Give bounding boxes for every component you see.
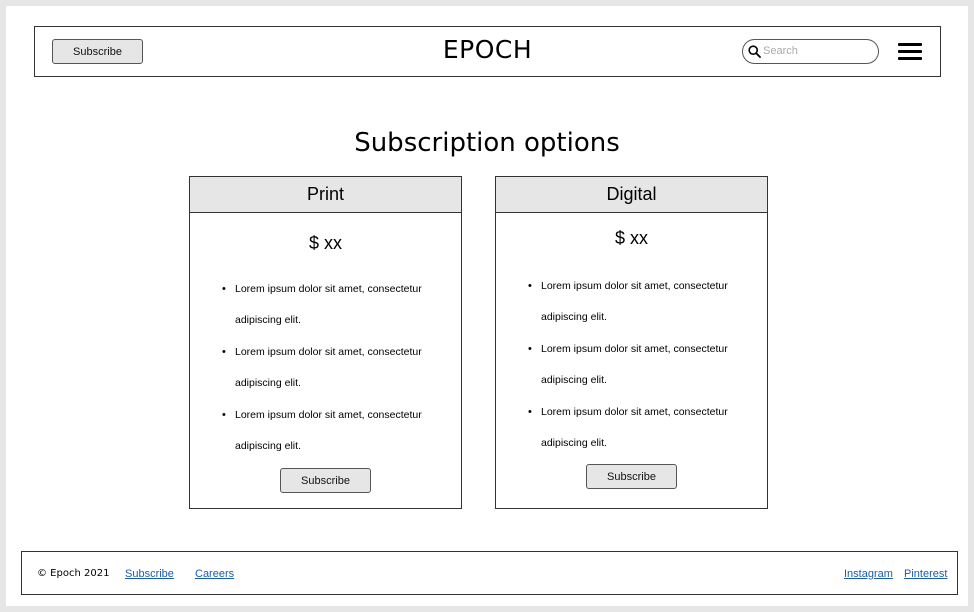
plan-card-print: Print $ xx Lorem ipsum dolor sit amet, c… xyxy=(189,176,462,509)
digital-subscribe-button[interactable]: Subscribe xyxy=(586,464,677,489)
footer-link-pinterest[interactable]: Pinterest xyxy=(904,568,948,580)
site-footer: © Epoch 2021 Subscribe Careers Instagram… xyxy=(21,551,958,595)
feature-item: Lorem ipsum dolor sit amet, consectetur … xyxy=(222,274,445,336)
print-subscribe-button[interactable]: Subscribe xyxy=(280,468,371,493)
footer-link-instagram[interactable]: Instagram xyxy=(844,568,893,580)
page-title: Subscription options xyxy=(354,128,620,158)
footer-link-subscribe[interactable]: Subscribe xyxy=(125,568,174,580)
feature-list: Lorem ipsum dolor sit amet, consectetur … xyxy=(222,274,445,463)
plan-card-digital: Digital $ xx Lorem ipsum dolor sit amet,… xyxy=(495,176,768,509)
site-header: Subscribe EPOCH Search xyxy=(34,26,941,77)
footer-link-careers[interactable]: Careers xyxy=(195,568,235,580)
search-icon xyxy=(748,45,761,58)
plan-name: Print xyxy=(190,177,461,213)
feature-item: Lorem ipsum dolor sit amet, consectetur … xyxy=(222,337,445,399)
header-subscribe-button[interactable]: Subscribe xyxy=(52,39,143,64)
plan-price: $ xx xyxy=(308,233,342,253)
plan-name: Digital xyxy=(496,177,767,213)
feature-item: Lorem ipsum dolor sit amet, consectetur … xyxy=(528,397,751,459)
page-canvas: Subscribe EPOCH Search Subscription opti… xyxy=(6,6,968,606)
feature-item: Lorem ipsum dolor sit amet, consectetur … xyxy=(528,271,751,333)
feature-item: Lorem ipsum dolor sit amet, consectetur … xyxy=(222,400,445,462)
hamburger-menu-icon[interactable] xyxy=(898,43,922,61)
plan-price: $ xx xyxy=(614,228,648,248)
feature-item: Lorem ipsum dolor sit amet, consectetur … xyxy=(528,334,751,396)
search-placeholder: Search xyxy=(763,45,798,57)
copyright-text: © Epoch 2021 xyxy=(37,568,110,579)
site-logo[interactable]: EPOCH xyxy=(442,35,533,64)
feature-list: Lorem ipsum dolor sit amet, consectetur … xyxy=(528,271,751,460)
search-input[interactable]: Search xyxy=(742,39,879,64)
